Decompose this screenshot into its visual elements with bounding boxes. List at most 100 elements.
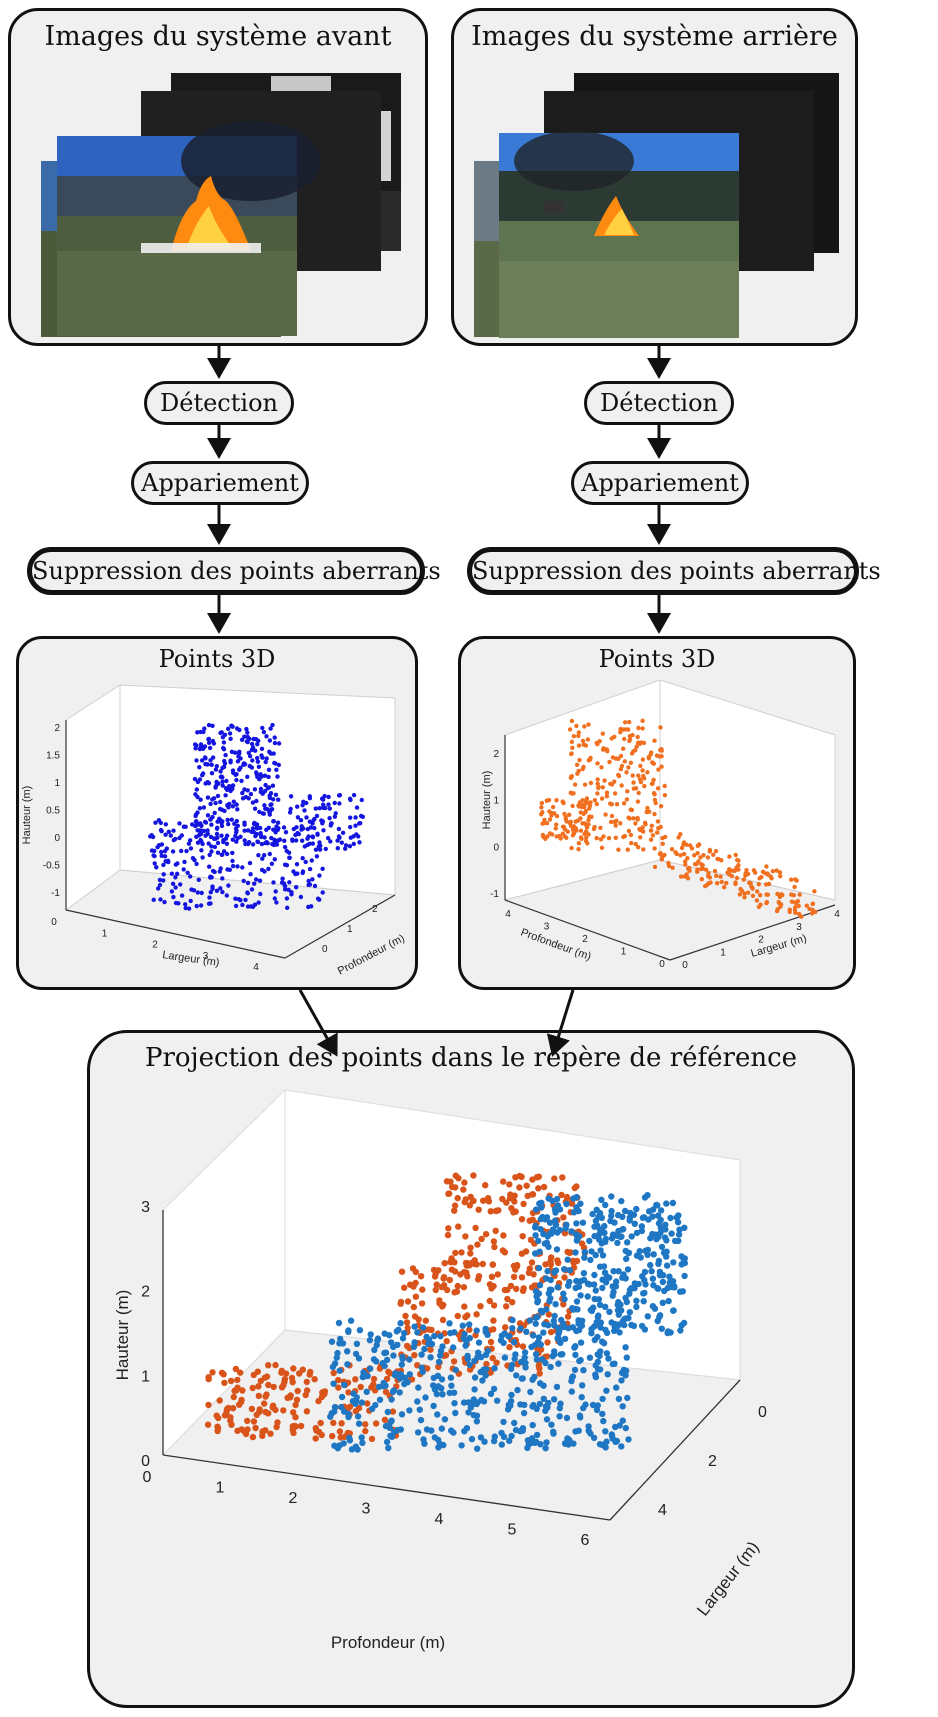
data-point xyxy=(438,1425,445,1432)
data-point xyxy=(659,747,664,752)
data-point xyxy=(226,726,231,731)
data-point xyxy=(628,1233,635,1240)
data-point xyxy=(578,1394,585,1401)
data-point xyxy=(242,828,247,833)
data-point xyxy=(209,1369,216,1376)
data-point xyxy=(647,809,652,814)
data-point xyxy=(635,799,641,804)
data-point xyxy=(498,1441,505,1448)
data-point xyxy=(450,1358,458,1365)
data-point xyxy=(229,749,235,754)
data-point xyxy=(306,1371,313,1378)
data-point xyxy=(263,759,268,765)
data-point xyxy=(327,816,332,821)
data-point xyxy=(633,748,638,753)
data-point xyxy=(344,1348,351,1355)
data-point xyxy=(574,1235,581,1243)
data-point xyxy=(245,890,250,895)
data-point xyxy=(460,1335,467,1342)
data-point xyxy=(618,1307,625,1314)
data-point xyxy=(758,902,763,907)
data-point xyxy=(796,903,801,909)
data-point xyxy=(547,1257,554,1265)
data-point xyxy=(542,1216,549,1223)
data-point xyxy=(594,1358,602,1366)
data-point xyxy=(226,821,231,827)
data-point xyxy=(595,777,600,782)
data-point xyxy=(764,882,769,887)
data-point xyxy=(521,1349,529,1356)
data-point xyxy=(545,1195,552,1202)
data-point xyxy=(583,838,589,844)
rear-xtick-label: 1 xyxy=(720,947,726,958)
data-point xyxy=(250,842,256,847)
data-point xyxy=(329,1432,336,1440)
front-points-title: Points 3D xyxy=(158,645,276,673)
data-point xyxy=(570,1195,577,1202)
data-point xyxy=(210,868,216,874)
data-point xyxy=(618,1197,625,1205)
data-point xyxy=(455,1331,463,1339)
data-point xyxy=(447,1178,454,1185)
data-point xyxy=(613,1384,620,1391)
data-point xyxy=(528,1284,536,1291)
data-point xyxy=(662,793,668,798)
data-point xyxy=(317,840,322,845)
data-point xyxy=(290,837,295,842)
data-point xyxy=(640,757,646,762)
data-point xyxy=(604,794,610,799)
front-xtick-label: 3 xyxy=(203,951,209,962)
data-point xyxy=(574,723,579,729)
data-point xyxy=(658,1243,666,1251)
data-point xyxy=(560,1320,567,1328)
data-point xyxy=(245,788,250,793)
data-point xyxy=(461,1179,468,1186)
data-point xyxy=(628,760,634,765)
data-point xyxy=(380,1379,387,1387)
data-point xyxy=(330,1369,337,1377)
data-point xyxy=(281,825,287,830)
data-point xyxy=(234,772,239,777)
data-point xyxy=(521,1401,528,1409)
data-point xyxy=(195,730,200,735)
data-point xyxy=(523,1182,530,1189)
data-point xyxy=(335,846,340,851)
data-point xyxy=(576,730,581,735)
data-point xyxy=(233,903,239,909)
data-point xyxy=(195,890,200,895)
data-point xyxy=(575,1207,582,1215)
data-point xyxy=(292,1414,299,1421)
data-point xyxy=(536,1370,543,1377)
data-point xyxy=(576,803,581,808)
data-point xyxy=(299,1366,306,1373)
data-point xyxy=(247,736,252,741)
data-point xyxy=(574,1306,581,1313)
data-point xyxy=(621,1321,628,1329)
data-point xyxy=(294,838,299,843)
data-point xyxy=(616,1329,623,1336)
data-point xyxy=(336,1340,343,1347)
data-point xyxy=(252,806,258,811)
data-point xyxy=(624,770,629,775)
data-point xyxy=(536,1281,544,1289)
proj-ytick-label: 0 xyxy=(758,1404,767,1421)
data-point xyxy=(338,1403,345,1411)
data-point xyxy=(522,1364,529,1371)
data-point xyxy=(554,798,559,803)
data-point xyxy=(592,1287,599,1294)
data-point xyxy=(387,1432,394,1440)
data-point xyxy=(282,838,287,843)
data-point xyxy=(171,894,176,900)
data-point xyxy=(293,832,298,838)
data-point xyxy=(510,1339,518,1346)
data-point xyxy=(570,803,575,809)
data-point xyxy=(327,806,332,811)
data-point xyxy=(439,1316,447,1324)
data-point xyxy=(658,851,663,856)
data-point xyxy=(695,869,700,874)
data-point xyxy=(196,877,201,882)
data-point xyxy=(638,763,643,769)
data-point xyxy=(163,832,168,837)
data-point xyxy=(633,786,639,791)
data-point xyxy=(679,845,685,851)
